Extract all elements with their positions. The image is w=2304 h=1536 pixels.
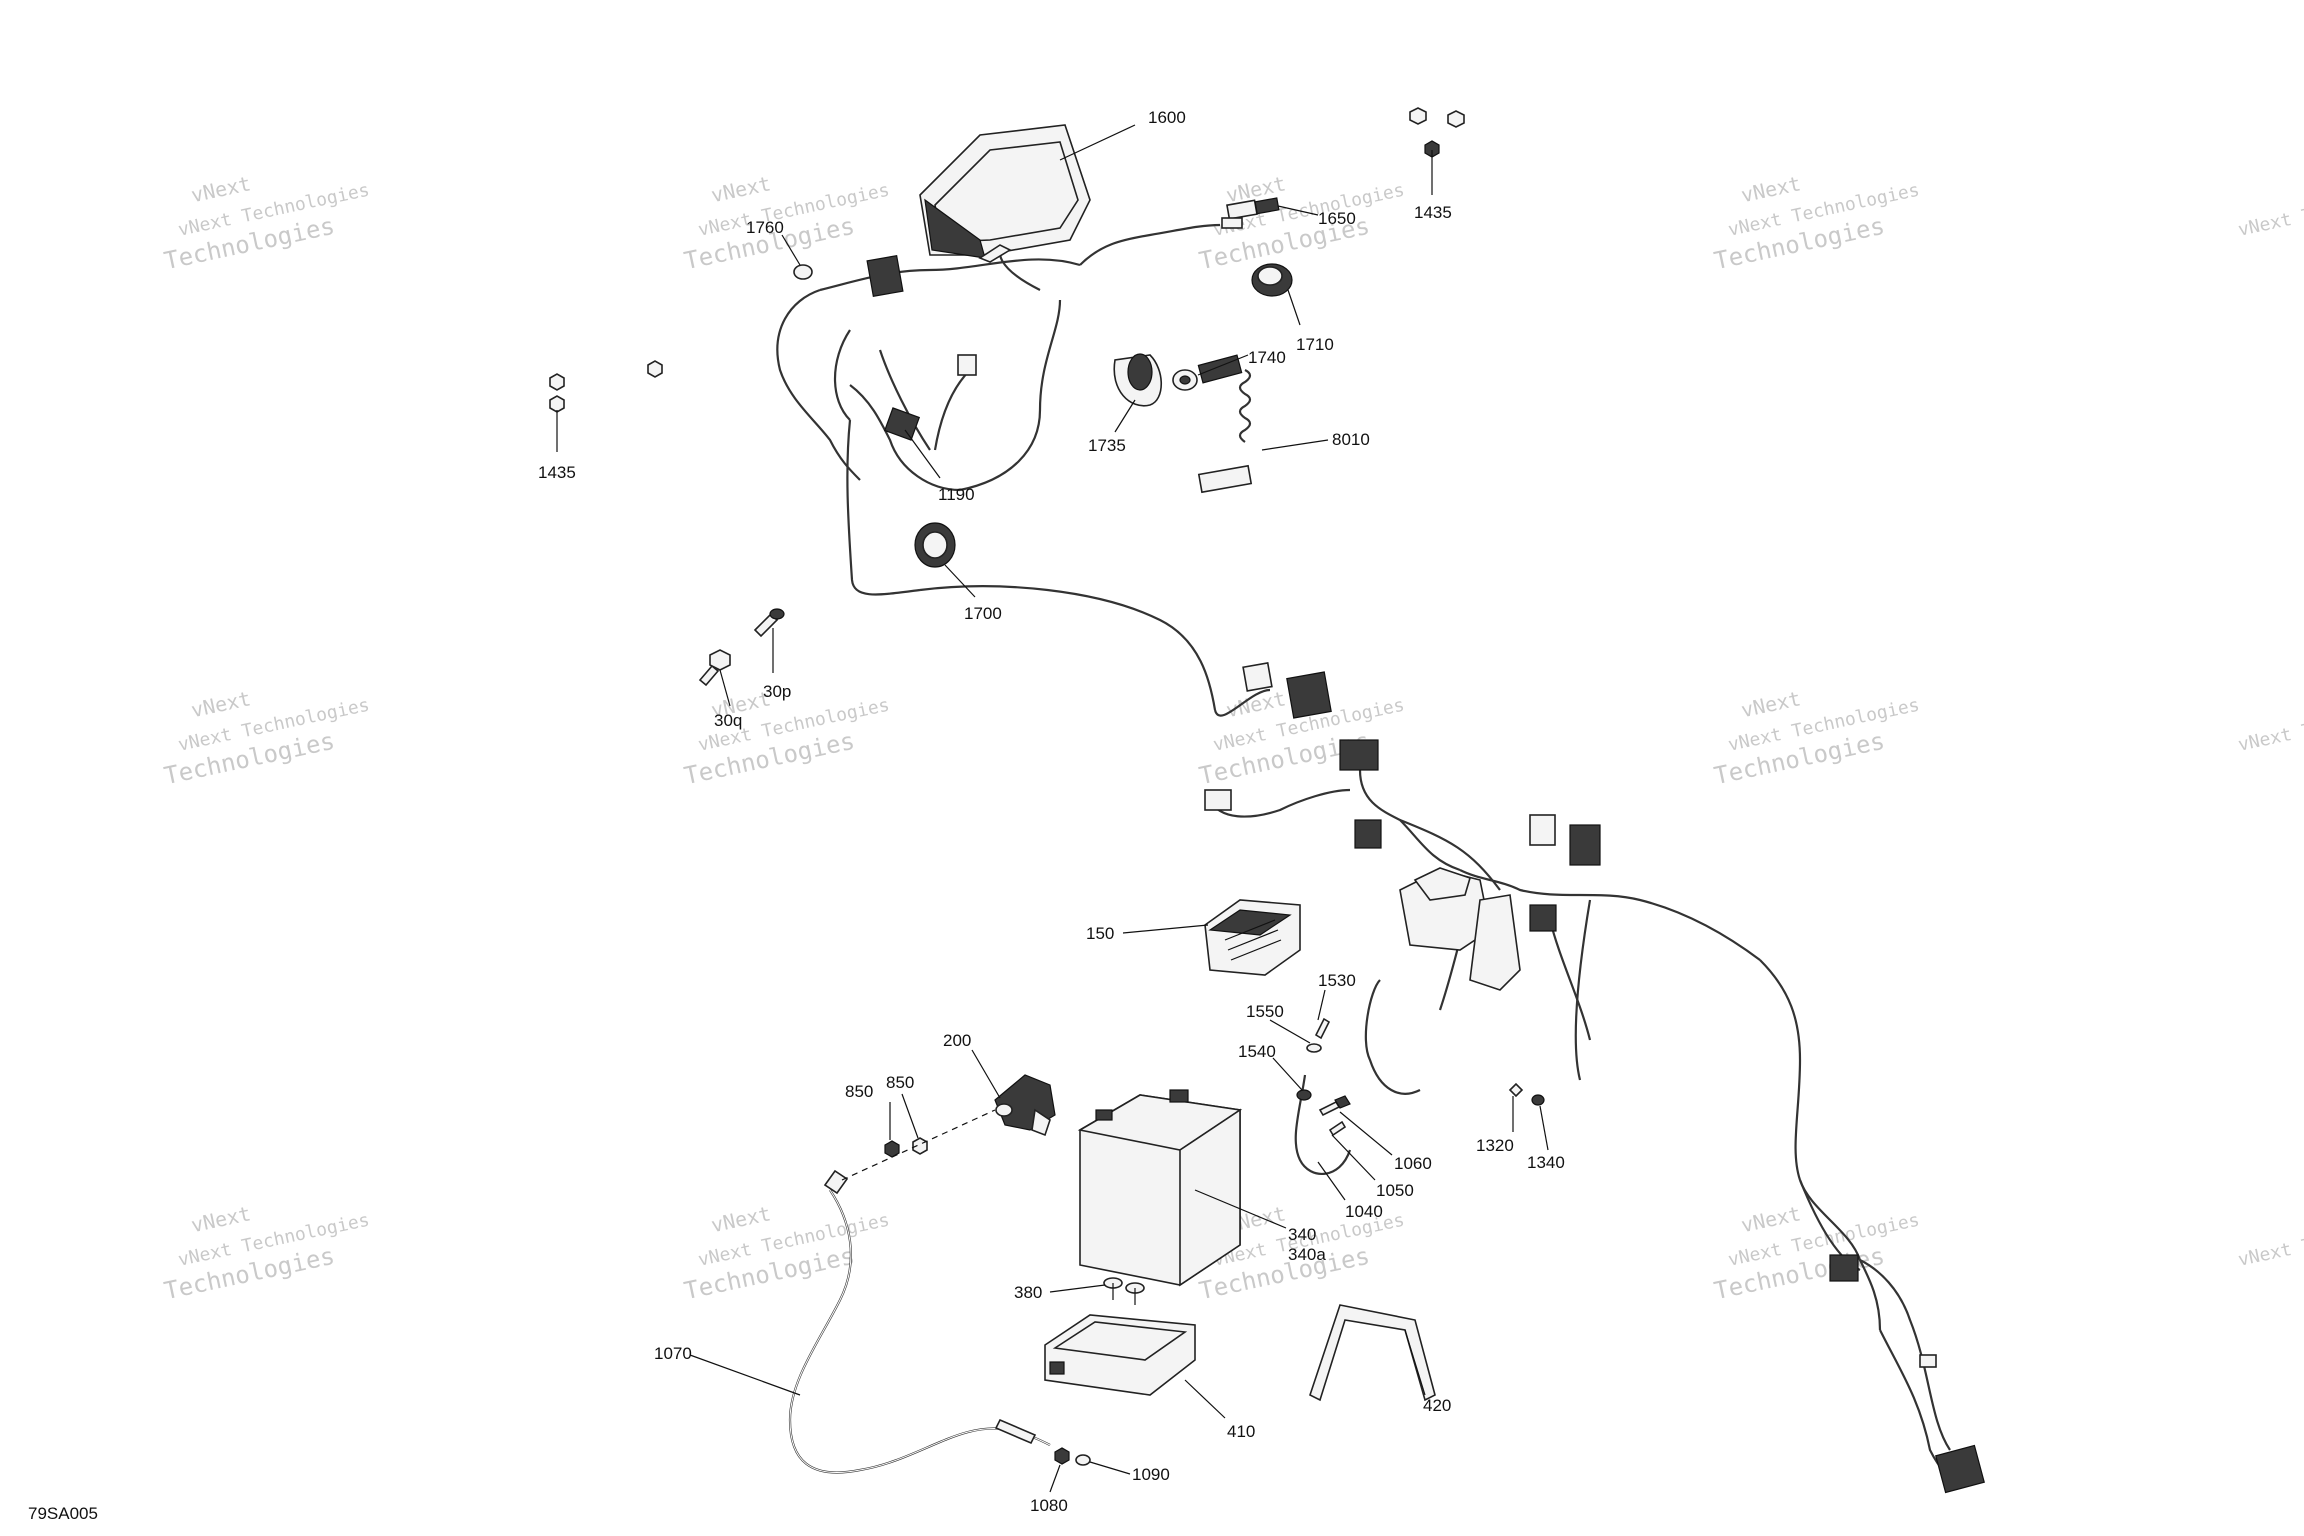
callout-1735: 1735 xyxy=(1088,436,1126,455)
watermark-text: vNext xyxy=(189,1201,253,1237)
watermark-text: vNext Technologies xyxy=(2236,180,2304,241)
watermark-text: vNext xyxy=(1739,171,1803,207)
callout-850-right: 850 xyxy=(886,1073,914,1092)
callout-850-left: 850 xyxy=(845,1082,873,1101)
callout-340: 340 xyxy=(1288,1225,1316,1244)
callout-1600: 1600 xyxy=(1148,108,1186,127)
callout-1550: 1550 xyxy=(1246,1002,1284,1021)
callout-1070: 1070 xyxy=(654,1344,692,1363)
instrument-cluster-1600 xyxy=(919,124,1091,263)
callout-420: 420 xyxy=(1423,1396,1451,1415)
nut-washer-1080-1090 xyxy=(1054,1447,1091,1466)
watermark-text: vNext Technologies xyxy=(2236,695,2304,756)
callout-1060: 1060 xyxy=(1394,1154,1432,1173)
callout-380: 380 xyxy=(1014,1283,1042,1302)
callout-1190: 1190 xyxy=(938,485,975,504)
callout-1710: 1710 xyxy=(1296,335,1334,354)
connector-1190 xyxy=(883,354,977,441)
callout-1435-left: 1435 xyxy=(538,463,576,482)
screws-380 xyxy=(1103,1277,1145,1305)
battery-340 xyxy=(1077,1089,1243,1287)
callout-150: 150 xyxy=(1086,924,1114,943)
nut-1435-top xyxy=(1409,107,1465,158)
watermark-text: vNext xyxy=(709,1201,773,1237)
drawing-code: 79SA005 xyxy=(28,1504,98,1523)
voltage-regulator-150 xyxy=(1204,899,1301,976)
cable-terminal-1070 xyxy=(823,1169,1037,1445)
nut-1740 xyxy=(1172,369,1198,391)
callout-1435-top: 1435 xyxy=(1414,203,1452,222)
callout-8010: 8010 xyxy=(1332,430,1370,449)
callout-30q: 30q xyxy=(714,711,742,730)
fuse-box xyxy=(1399,867,1521,991)
callout-1080: 1080 xyxy=(1030,1496,1068,1515)
callout-410: 410 xyxy=(1227,1422,1255,1441)
callout-1530: 1530 xyxy=(1318,971,1356,990)
leader-lines xyxy=(556,124,1549,1493)
ignition-switch-1735 xyxy=(1113,353,1162,407)
starter-solenoid-200 xyxy=(994,1074,1056,1137)
callout-200: 200 xyxy=(943,1031,971,1050)
callout-1700: 1700 xyxy=(964,604,1002,623)
connector-1650 xyxy=(1221,197,1280,229)
screw-30p xyxy=(698,608,785,687)
nut-30q xyxy=(709,649,731,671)
battery-tray-410 xyxy=(1044,1314,1196,1396)
callout-1320: 1320 xyxy=(1476,1136,1514,1155)
watermark-text: vNext xyxy=(1739,1201,1803,1237)
watermark-text: vNext xyxy=(189,171,253,207)
callout-1540: 1540 xyxy=(1238,1042,1276,1061)
callout-30p: 30p xyxy=(763,682,791,701)
battery-strap-420 xyxy=(1309,1304,1436,1402)
callout-1050: 1050 xyxy=(1376,1181,1414,1200)
watermark-text: vNext Technologies xyxy=(2236,1210,2304,1271)
callout-labels: 1600 1650 1435 1760 1710 1740 1735 8010 … xyxy=(538,108,1565,1515)
tether-key-8010 xyxy=(1197,354,1253,494)
callout-340a: 340a xyxy=(1288,1245,1326,1264)
callout-1650: 1650 xyxy=(1318,209,1356,228)
callout-1740: 1740 xyxy=(1248,348,1286,367)
grommet-1710 xyxy=(1251,263,1293,297)
callout-1760: 1760 xyxy=(746,218,784,237)
fasteners-1530-1550-1540 xyxy=(1296,1017,1331,1101)
nut-1435-left xyxy=(549,360,663,413)
accessory-socket-1700 xyxy=(914,522,956,568)
screws-1060-1050 xyxy=(1318,1095,1351,1137)
callout-1340: 1340 xyxy=(1527,1153,1565,1172)
watermark-text: vNext xyxy=(709,171,773,207)
fasteners-1320-1340 xyxy=(1508,1082,1545,1106)
watermark-text: vNext xyxy=(189,686,253,722)
watermark-text: vNext xyxy=(1224,686,1288,722)
callout-1090: 1090 xyxy=(1132,1465,1170,1484)
harness-connectors xyxy=(1204,661,1985,1494)
nuts-850 xyxy=(884,1137,928,1158)
watermark-text: vNext xyxy=(1739,686,1803,722)
connector-1760 xyxy=(793,254,904,298)
callout-1040: 1040 xyxy=(1345,1202,1383,1221)
main-wiring-harness xyxy=(776,223,1961,1482)
